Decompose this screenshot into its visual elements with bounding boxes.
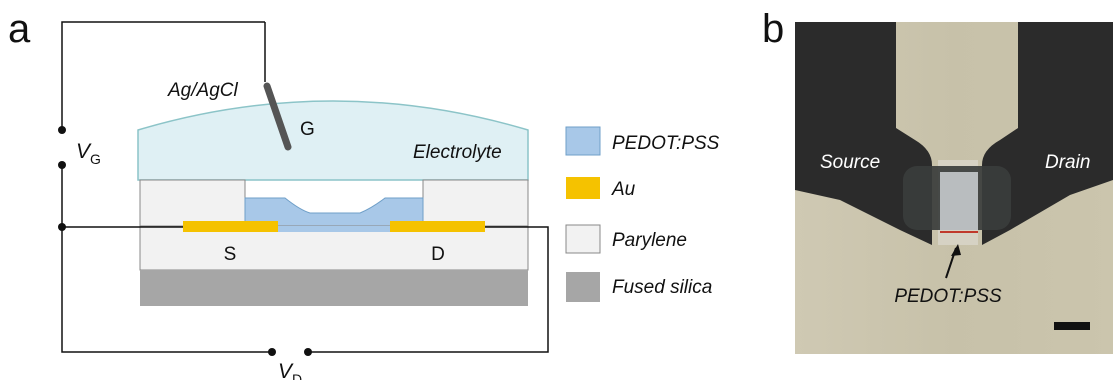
vg-label-main: V: [76, 140, 92, 163]
electrolyte-label: Electrolyte: [413, 142, 502, 163]
vd-label-main: V: [278, 360, 294, 380]
gate-electrode-rod: [263, 82, 292, 151]
ag-agcl-label: Ag/AgCl: [167, 80, 238, 101]
legend-label-silica: Fused silica: [612, 277, 712, 298]
pedot-pss-channel: [244, 197, 424, 233]
terminal-dots: [58, 126, 312, 356]
panel-b: b Source Drain PEDOT:PSS: [762, 7, 1113, 354]
drain-label: D: [431, 244, 445, 265]
legend-label-au: Au: [611, 179, 636, 200]
legend-swatch-pedot: [565, 126, 601, 156]
parylene-right: [422, 179, 529, 227]
gate-label: G: [300, 119, 315, 140]
pedot-pss-channel-base: [245, 226, 423, 232]
legend-label-parylene: Parylene: [612, 230, 687, 251]
panel-a: a: [8, 7, 720, 380]
micrograph-drain-label: Drain: [1045, 152, 1090, 173]
vg-label-sub: G: [90, 151, 101, 167]
legend-label-pedot: PEDOT:PSS: [612, 133, 720, 154]
legend: PEDOT:PSS Au Parylene Fused silica: [565, 126, 720, 302]
micrograph-source-label: Source: [820, 152, 880, 173]
parylene-left: [139, 179, 246, 227]
micrograph-channel: [940, 172, 978, 230]
scale-bar: [1054, 322, 1090, 330]
vd-label-sub: D: [292, 371, 302, 380]
micrograph: Source Drain PEDOT:PSS: [795, 22, 1113, 354]
panel-b-letter: b: [762, 7, 784, 51]
micrograph-channel-label: PEDOT:PSS: [894, 286, 1002, 307]
electrolyte-region: [137, 100, 529, 181]
legend-swatch-au: [566, 177, 600, 199]
drain-electrode: [390, 221, 485, 232]
source-electrode: [183, 221, 278, 232]
micrograph-electrodes: [795, 22, 1113, 245]
vg-label: V G: [76, 140, 101, 167]
panel-a-letter: a: [8, 7, 31, 51]
parylene-base: [139, 225, 529, 271]
source-label: S: [224, 244, 237, 265]
legend-swatch-parylene: [565, 224, 601, 254]
micrograph-arrow-head: [951, 244, 961, 256]
fused-silica-substrate: [140, 270, 528, 306]
vd-label: V D: [278, 360, 302, 380]
legend-swatch-silica: [566, 272, 600, 302]
